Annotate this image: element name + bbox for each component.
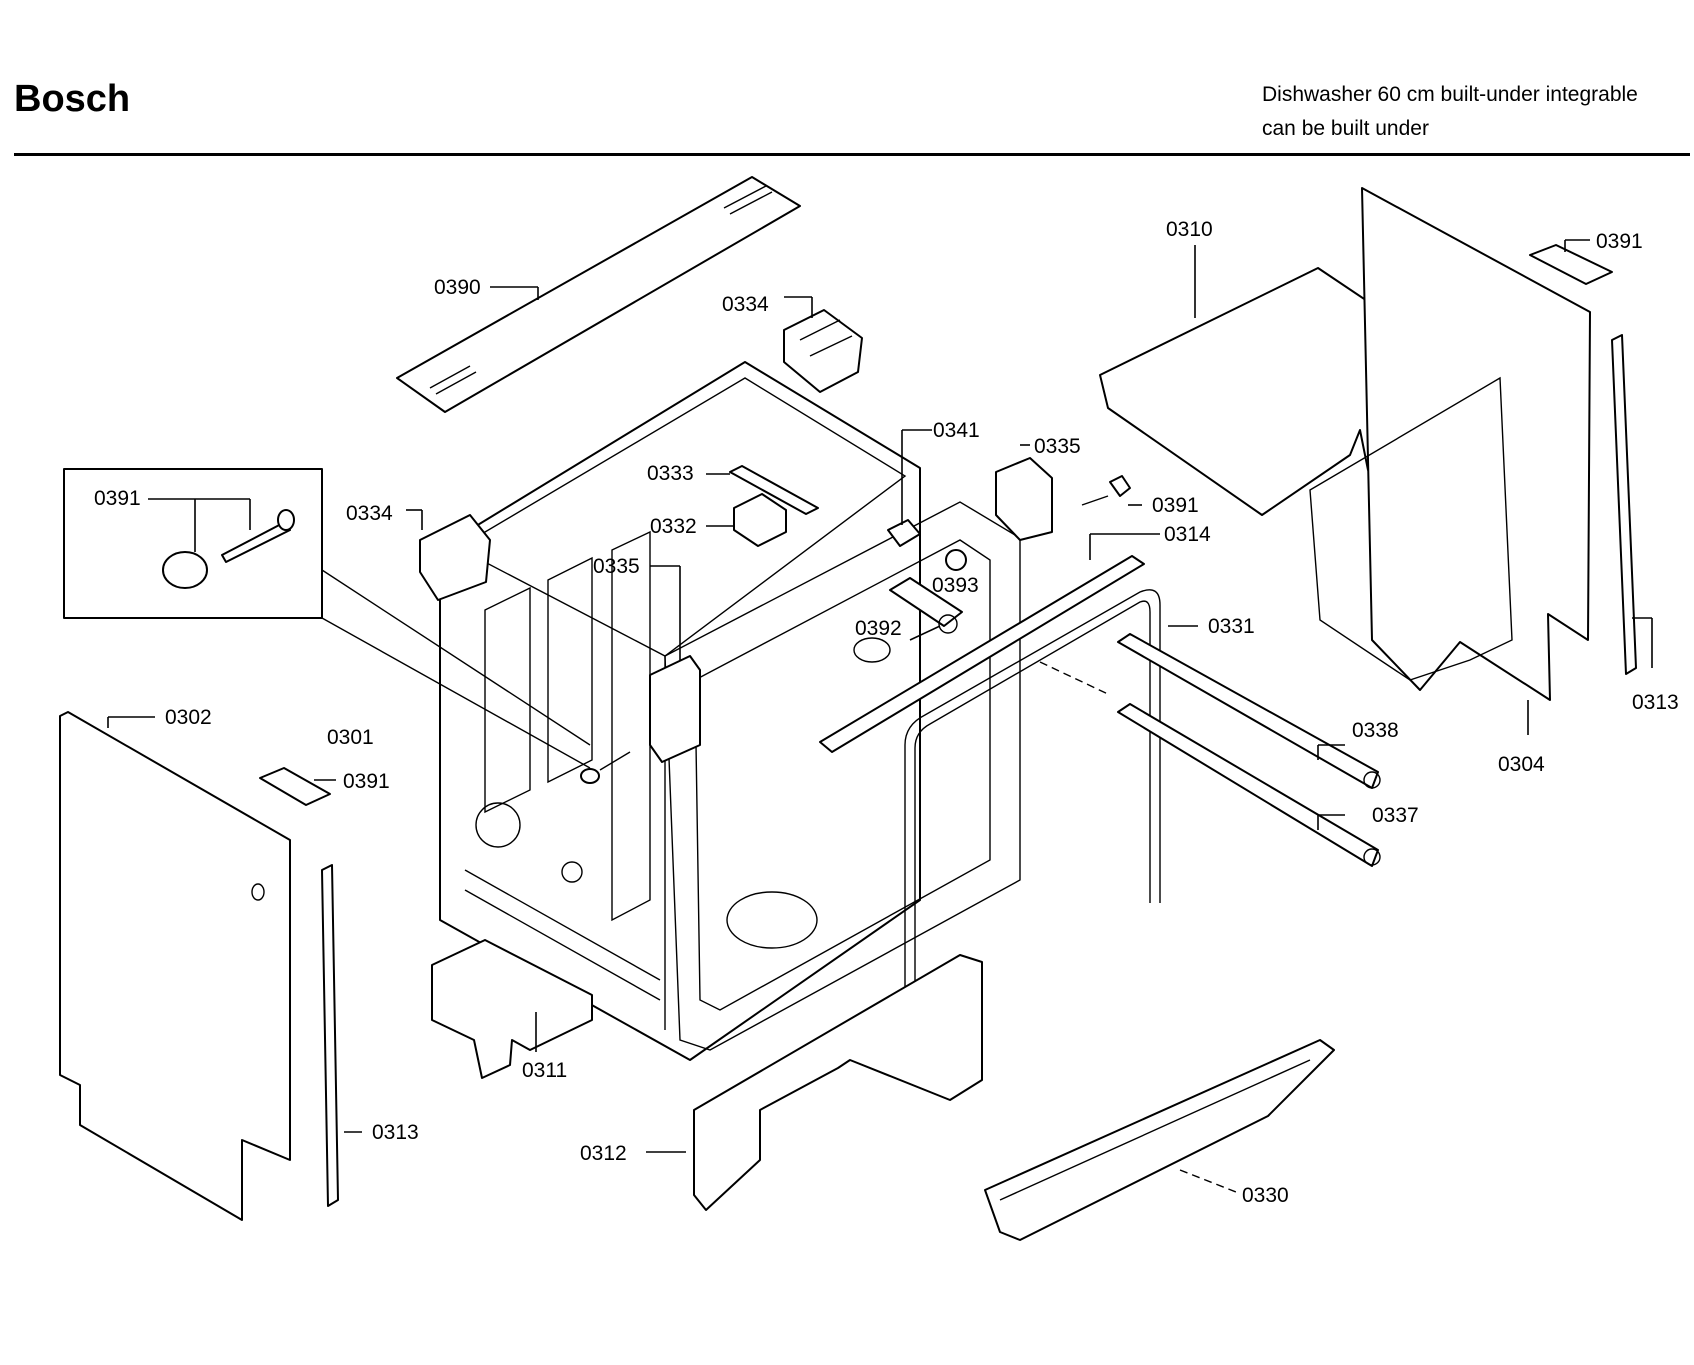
callout-0333: 0333	[647, 462, 694, 485]
callout-0311: 0311	[522, 1059, 567, 1082]
part-0311-base	[431, 939, 593, 1079]
part-0334-bracket	[783, 296, 863, 393]
subtitle-line-2: can be built under	[1262, 117, 1429, 140]
part-0334-bracket-left	[406, 509, 491, 601]
callout-0312: 0312	[580, 1142, 627, 1165]
callout-0337: 0337	[1372, 804, 1419, 827]
callout-0392: 0392	[855, 617, 902, 640]
callout-0391-left: 0391	[343, 770, 390, 793]
part-0332-lock	[706, 493, 787, 547]
part-0391-screw-right	[1081, 475, 1142, 506]
callout-0334-top: 0334	[722, 293, 769, 316]
part-0330-channel	[984, 1039, 1335, 1241]
part-0338-slide	[1117, 633, 1381, 789]
part-0393-pivot	[945, 549, 967, 571]
callout-0391-inset: 0391	[94, 487, 141, 510]
callout-0391-hinge: 0391	[1152, 494, 1199, 517]
callout-0313-left: 0313	[372, 1121, 419, 1144]
callout-0393: 0393	[932, 574, 979, 597]
model-description: Dishwasher 60 cm built-under integrable …	[1262, 78, 1638, 146]
part-0341-latch	[887, 429, 932, 547]
part-0391-clip-top-right	[1529, 239, 1613, 285]
part-0335-hinge-left	[649, 565, 701, 763]
callout-0331: 0331	[1208, 615, 1255, 638]
callout-0302: 0302	[165, 706, 212, 729]
part-0314-rail	[819, 533, 1160, 753]
callout-0304: 0304	[1498, 753, 1545, 776]
part-0313-trim-left	[321, 864, 362, 1207]
callout-0301: 0301	[327, 726, 374, 749]
part-0333-strip	[706, 465, 819, 515]
brand-title: Bosch	[14, 78, 131, 120]
part-0302-door-panel	[59, 711, 291, 1221]
part-0390-top-plate	[396, 176, 801, 413]
part-0392-hinge-bracket	[889, 577, 963, 641]
dashed-leader	[1039, 661, 1111, 696]
callout-0310: 0310	[1166, 218, 1213, 241]
part-0337-slide	[1117, 703, 1381, 867]
callout-0313-right: 0313	[1632, 691, 1679, 714]
callout-0314: 0314	[1164, 523, 1211, 546]
callout-0334-left: 0334	[346, 502, 393, 525]
callout-0338: 0338	[1352, 719, 1399, 742]
callout-0335-right: 0335	[1034, 435, 1081, 458]
part-0391-inset-detail	[63, 468, 631, 784]
part-0331-gasket	[904, 589, 1198, 1045]
callout-0335-left: 0335	[593, 555, 640, 578]
callout-0391-top-right: 0391	[1596, 230, 1643, 253]
part-0312-toe-panel	[646, 954, 983, 1211]
part-0304-insulation-panel	[1309, 187, 1591, 735]
subtitle-line-1: Dishwasher 60 cm built-under integrable	[1262, 83, 1638, 106]
callout-0390: 0390	[434, 276, 481, 299]
part-0313-trim-right	[1611, 334, 1653, 675]
callout-0330: 0330	[1242, 1184, 1289, 1207]
part-0335-hinge-right	[995, 444, 1053, 541]
part-0391-clip-left	[259, 767, 336, 806]
header-divider	[14, 153, 1690, 156]
callout-0341: 0341	[933, 419, 980, 442]
callout-0332: 0332	[650, 515, 697, 538]
